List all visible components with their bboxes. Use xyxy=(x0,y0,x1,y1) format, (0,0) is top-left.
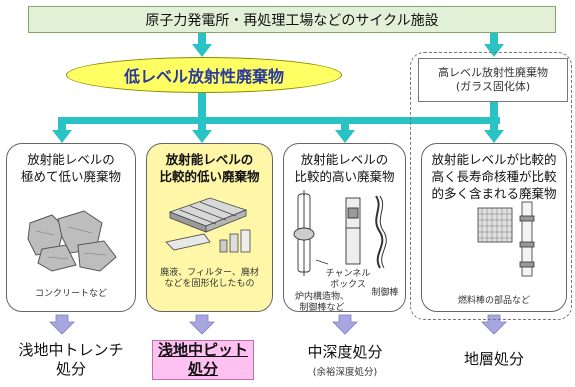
disposal-intermediate-depth: 中深度処分 xyxy=(307,343,383,361)
source-facility-banner: 原子力発電所・再処理工場などのサイクル施設 xyxy=(28,6,556,33)
disposal-pit: 浅地中ピット 処分 xyxy=(152,340,254,380)
category-title-long-lived: 放射能レベルが比較的 高く長寿命核種が比較 的多く含まれる廃棄物 xyxy=(431,152,557,201)
high-level-waste-sublabel: (ガラス固化体) xyxy=(455,80,531,93)
category-title-relatively-low: 放射能レベルの 比較的低い廃棄物 xyxy=(159,152,260,184)
disposal-trench: 浅地中トレンチ 処分 xyxy=(18,341,124,378)
category-title-relatively-high: 放射能レベルの 比較的高い廃棄物 xyxy=(294,152,395,184)
high-level-group-outline xyxy=(410,52,572,320)
caption-solidified-waste: 廃液、フィルター、廃材 などを固形化したもの xyxy=(160,268,259,289)
caption-reactor-internals: 炉内構造物、 制御棒など xyxy=(294,292,349,313)
caption-fuel-parts: 燃料棒の部品など xyxy=(457,296,530,306)
high-level-waste-box: 高レベル放射性廃棄物 (ガラス固化体) xyxy=(418,58,568,102)
disposal-intermediate-depth-note: (余裕深度処分) xyxy=(312,367,378,378)
high-level-waste-label: 高レベル放射性廃棄物 xyxy=(438,66,548,79)
concrete-rubble-illustration xyxy=(27,210,117,272)
disposal-geological: 地層処分 xyxy=(463,350,524,368)
caption-channel-box: チャンネル ボックス xyxy=(325,269,371,290)
category-box-relatively-high xyxy=(283,143,406,312)
caption-concrete: コンクリートなど xyxy=(34,289,107,299)
solidified-waste-illustration xyxy=(165,197,251,253)
caption-control-rod: 制御棒 xyxy=(371,288,399,298)
low-level-waste-label: 低レベル放射性廃棄物 xyxy=(66,57,342,93)
reactor-components-illustration xyxy=(293,190,387,276)
category-title-very-low: 放射能レベルの 極めて低い廃棄物 xyxy=(20,152,121,184)
fuel-assembly-parts-illustration xyxy=(477,201,535,277)
